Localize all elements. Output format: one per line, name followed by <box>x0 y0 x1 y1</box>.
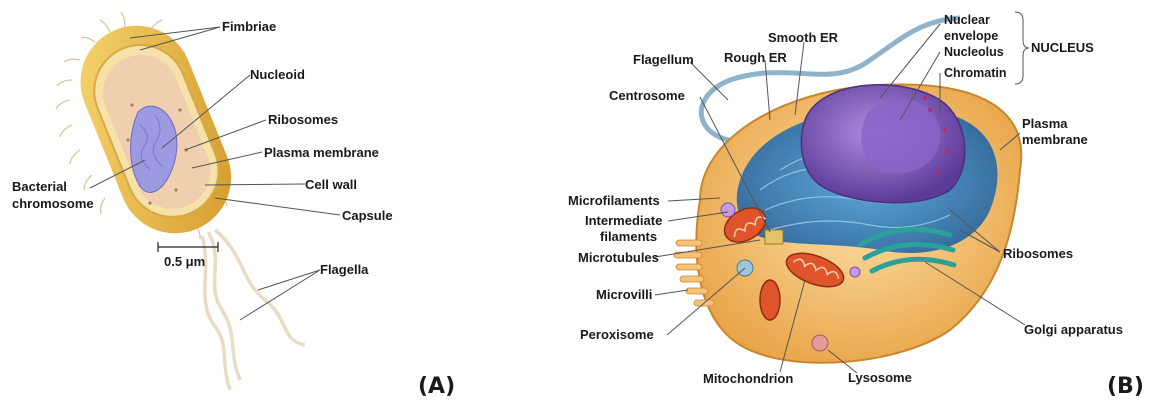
vesicle-shape-2 <box>850 267 860 277</box>
label-chromatin: Chromatin <box>944 66 1007 80</box>
label-mitochondrion: Mitochondrion <box>703 371 793 386</box>
label-smooth-er: Smooth ER <box>768 30 839 45</box>
label-nucleolus: Nucleolus <box>944 45 1004 59</box>
label-nuclear-envelope-line1: Nuclear <box>944 13 990 27</box>
label-plasma-membrane: Plasma membrane <box>264 145 379 160</box>
label-plasma-membrane-line2: membrane <box>1022 132 1088 147</box>
centrosome-shape <box>765 230 783 244</box>
flagella-shape <box>202 230 305 390</box>
vesicle-shape <box>721 203 735 217</box>
label-capsule: Capsule <box>342 208 393 223</box>
label-microfilaments: Microfilaments <box>568 193 660 208</box>
label-intermediate-line2: filaments <box>600 229 657 244</box>
label-flagellum: Flagellum <box>633 52 694 67</box>
label-ribosomes-b: Ribosomes <box>1003 246 1073 261</box>
label-bacterial-chromosome-line2: chromosome <box>12 196 94 211</box>
label-rough-er: Rough ER <box>724 50 787 65</box>
label-intermediate-line1: Intermediate <box>585 213 662 228</box>
label-plasma-membrane-line1: Plasma <box>1022 116 1068 131</box>
label-nucleoid: Nucleoid <box>250 67 305 82</box>
label-peroxisome: Peroxisome <box>580 327 654 342</box>
label-flagella: Flagella <box>320 262 369 277</box>
label-golgi: Golgi apparatus <box>1024 322 1123 337</box>
label-microvilli: Microvilli <box>596 287 652 302</box>
label-fimbriae: Fimbriae <box>222 19 276 34</box>
label-bacterial-chromosome-line1: Bacterial <box>12 179 67 194</box>
label-nucleus: NUCLEUS <box>1031 40 1094 55</box>
panel-tag-b: (B) <box>1107 374 1144 399</box>
lysosome-shape <box>812 335 828 351</box>
label-centrosome: Centrosome <box>609 88 685 103</box>
label-microtubules: Microtubules <box>578 250 659 265</box>
nucleus-bracket <box>1015 12 1029 84</box>
label-cell-wall: Cell wall <box>305 177 357 192</box>
panel-tag-a: (A) <box>418 374 455 399</box>
scale-bar <box>158 242 218 252</box>
label-scale: 0.5 μm <box>164 254 205 269</box>
label-lysosome: Lysosome <box>848 370 912 385</box>
label-ribosomes: Ribosomes <box>268 112 338 127</box>
label-nuclear-envelope-line2: envelope <box>944 29 998 43</box>
